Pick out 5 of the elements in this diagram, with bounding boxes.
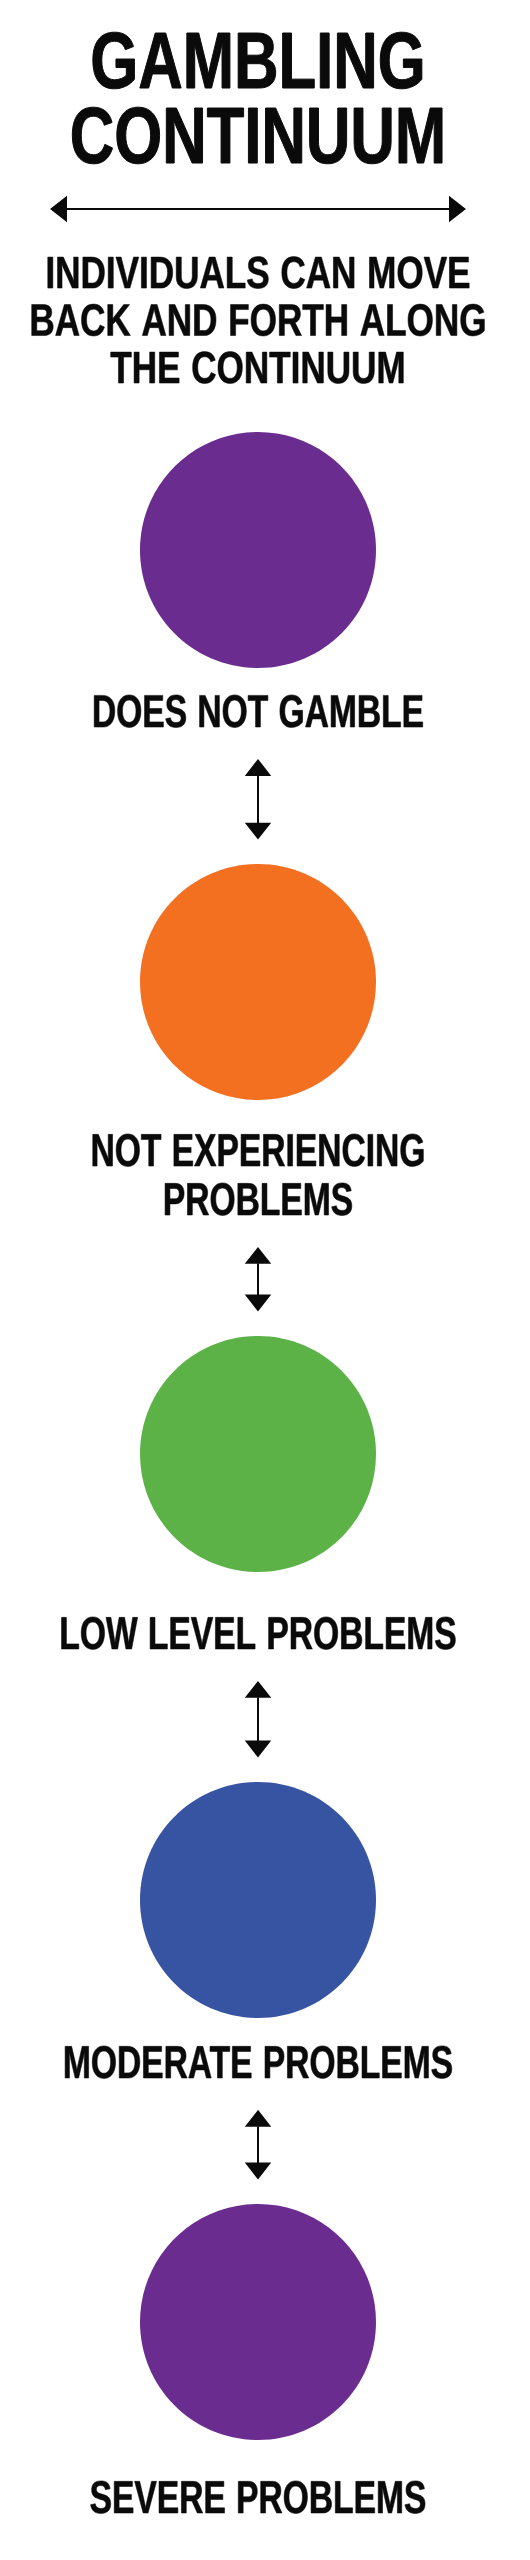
- circle-label: DOES NOT GAMBLE: [93, 694, 423, 728]
- subtitle: INDIVIDUALS CAN MOVE BACK AND FORTH ALONG THE CONTINUUM: [31, 256, 485, 384]
- circle-label: LOW LEVEL PROBLEMS: [61, 1616, 456, 1650]
- circle-label: MODERATE PROBLEMS: [64, 2045, 452, 2079]
- circle-label: SEVERE PROBLEMS: [90, 2480, 426, 2514]
